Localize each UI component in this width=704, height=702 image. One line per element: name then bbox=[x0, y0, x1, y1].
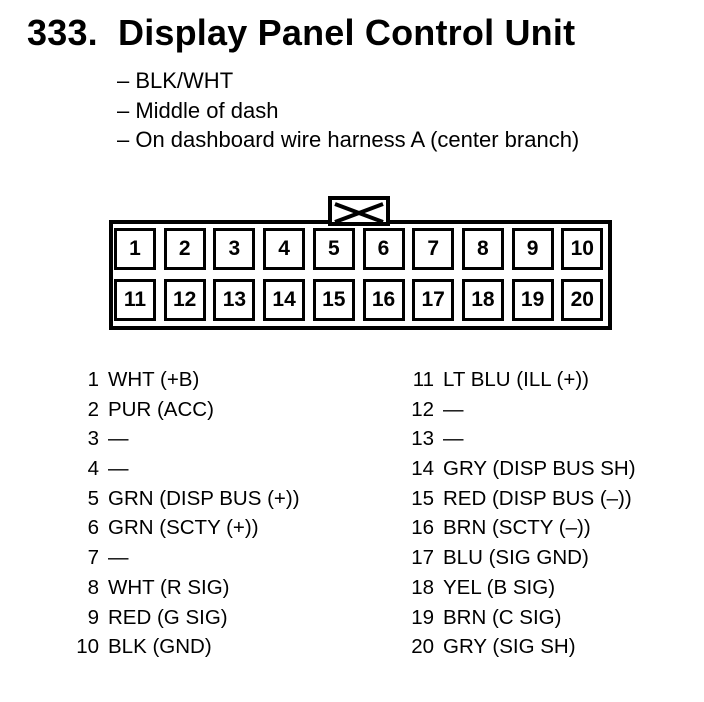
note-location: – Middle of dash bbox=[117, 97, 279, 123]
connector-cavity: 16 bbox=[362, 279, 405, 321]
connector-cavity: 8 bbox=[461, 228, 504, 270]
pin-row: 16 BRN (SCTY (–)) bbox=[395, 516, 636, 546]
component-name: Display Panel Control Unit bbox=[118, 12, 576, 53]
pin-wire-description: BRN (C SIG) bbox=[443, 605, 562, 629]
pin-wire-description: GRN (DISP BUS (+)) bbox=[108, 486, 300, 510]
pin-number: 14 bbox=[411, 457, 434, 481]
pin-row: 10 BLK (GND) bbox=[60, 635, 300, 665]
pin-wire-description: LT BLU (ILL (+)) bbox=[443, 368, 590, 391]
pin-number: 3 bbox=[87, 427, 99, 451]
pin-row: 6 GRN (SCTY (+)) bbox=[60, 516, 300, 546]
pin-number: 11 bbox=[412, 368, 434, 391]
note-color: – BLK/WHT bbox=[117, 68, 234, 93]
pin-number: 15 bbox=[411, 486, 434, 510]
pin-row: 4— bbox=[60, 457, 300, 487]
pin-number: 5 bbox=[87, 486, 99, 510]
pin-wire-description: — bbox=[443, 427, 464, 451]
pin-number: 1 bbox=[87, 368, 99, 391]
connector-cavity: 19 bbox=[511, 279, 554, 321]
note-harness: – On dashboard wire harness A (center br… bbox=[117, 127, 580, 152]
pin-row: 3— bbox=[60, 427, 300, 457]
pin-number: 2 bbox=[87, 397, 99, 421]
pin-wire-description: GRN (SCTY (+)) bbox=[108, 516, 259, 540]
pin-number: 8 bbox=[87, 575, 99, 599]
pin-row: 7— bbox=[60, 546, 300, 576]
connector-cavity: 14 bbox=[263, 279, 306, 321]
connector-cavity: 11 bbox=[114, 279, 156, 321]
connector-notes: – BLK/WHT – Middle of dash – On dashboar… bbox=[117, 66, 579, 155]
pin-wire-description: PUR (ACC) bbox=[108, 397, 214, 421]
pin-wire-description: RED (G SIG) bbox=[108, 605, 228, 629]
pin-wire-description: BLU (SIG GND) bbox=[443, 546, 589, 570]
pin-row: 9 RED (G SIG) bbox=[60, 606, 300, 636]
pin-wire-description: BLK (GND) bbox=[108, 635, 212, 659]
pin-wire-description: — bbox=[108, 427, 129, 451]
connector-cavity: 10 bbox=[561, 228, 604, 270]
pin-number: 16 bbox=[411, 516, 434, 540]
pin-list-right: 11 LT BLU (ILL (+)) 12 — 13 — 14 GRY (DISP BUS … bbox=[395, 368, 636, 665]
connector-cavity: 20 bbox=[561, 279, 604, 321]
pin-number: 12 bbox=[411, 397, 434, 421]
pin-row: 2 PUR (ACC) bbox=[60, 398, 300, 428]
pin-row: 18 YEL (B SIG) bbox=[395, 576, 636, 606]
pin-row: 17 BLU (SIG GND) bbox=[395, 546, 636, 576]
pin-wire-description: GRY (DISP BUS SH) bbox=[443, 457, 636, 481]
pin-row: 8 WHT (R SIG) bbox=[60, 576, 300, 606]
connector-cavity: 3 bbox=[213, 228, 256, 270]
pin-number: 6 bbox=[87, 516, 99, 540]
pin-row: 15 RED (DISP BUS (–)) bbox=[395, 487, 636, 517]
pin-number: 7 bbox=[87, 546, 99, 570]
pin-wire-description: RED (DISP BUS (–)) bbox=[443, 486, 632, 510]
connector-cavity: 2 bbox=[163, 228, 206, 270]
connector-cavity: 6 bbox=[362, 228, 405, 270]
connector-cavity: 13 bbox=[213, 279, 256, 321]
connector-cavity: 7 bbox=[412, 228, 455, 270]
component-number: 333. bbox=[27, 12, 98, 53]
pin-row: 11 LT BLU (ILL (+)) bbox=[395, 368, 636, 398]
pin-number: 4 bbox=[87, 457, 99, 481]
pin-wire-description: — bbox=[108, 546, 129, 570]
pin-row: 1 WHT (+B) bbox=[60, 368, 300, 398]
pin-number: 18 bbox=[411, 575, 434, 599]
pin-wire-description: WHT (+B) bbox=[108, 368, 200, 391]
pin-wire-description: BRN (SCTY (–)) bbox=[443, 516, 591, 540]
pin-row: 12 — bbox=[395, 398, 636, 428]
pin-wire-description: YEL (B SIG) bbox=[443, 575, 556, 599]
pin-number: 20 bbox=[411, 635, 434, 659]
connector-cavity: 17 bbox=[412, 279, 455, 321]
pin-row: 20 GRY (SIG SH) bbox=[395, 635, 636, 665]
connector-cavity: 15 bbox=[312, 279, 355, 321]
pin-wire-description: — bbox=[108, 457, 129, 481]
pin-number: 13 bbox=[411, 427, 434, 451]
page-title: 333. Display Panel Control Unit bbox=[27, 12, 575, 54]
pin-row: 14 GRY (DISP BUS SH) bbox=[395, 457, 636, 487]
pin-number: 10 bbox=[76, 635, 99, 659]
pin-wire-description: — bbox=[443, 397, 464, 421]
pin-number: 17 bbox=[411, 546, 434, 570]
connector-cavity: 5 bbox=[312, 228, 355, 270]
connector-cavity: 9 bbox=[511, 228, 554, 270]
pin-wire-description: WHT (R SIG) bbox=[108, 575, 230, 599]
connector-cavity: 12 bbox=[163, 279, 206, 321]
pin-wire-description: GRY (SIG SH) bbox=[443, 635, 576, 659]
connector-cavity: 18 bbox=[461, 279, 504, 321]
pin-number: 9 bbox=[87, 605, 99, 629]
connector-cavity: 4 bbox=[263, 228, 306, 270]
pin-row: 5 GRN (DISP BUS (+)) bbox=[60, 487, 300, 517]
pin-row: 13 — bbox=[395, 427, 636, 457]
pin-number: 19 bbox=[411, 605, 434, 629]
connector-cavity: 1 bbox=[114, 228, 156, 270]
locking-tab-icon bbox=[328, 196, 390, 226]
connector-housing bbox=[109, 196, 612, 330]
pin-row: 19 BRN (C SIG) bbox=[395, 606, 636, 636]
